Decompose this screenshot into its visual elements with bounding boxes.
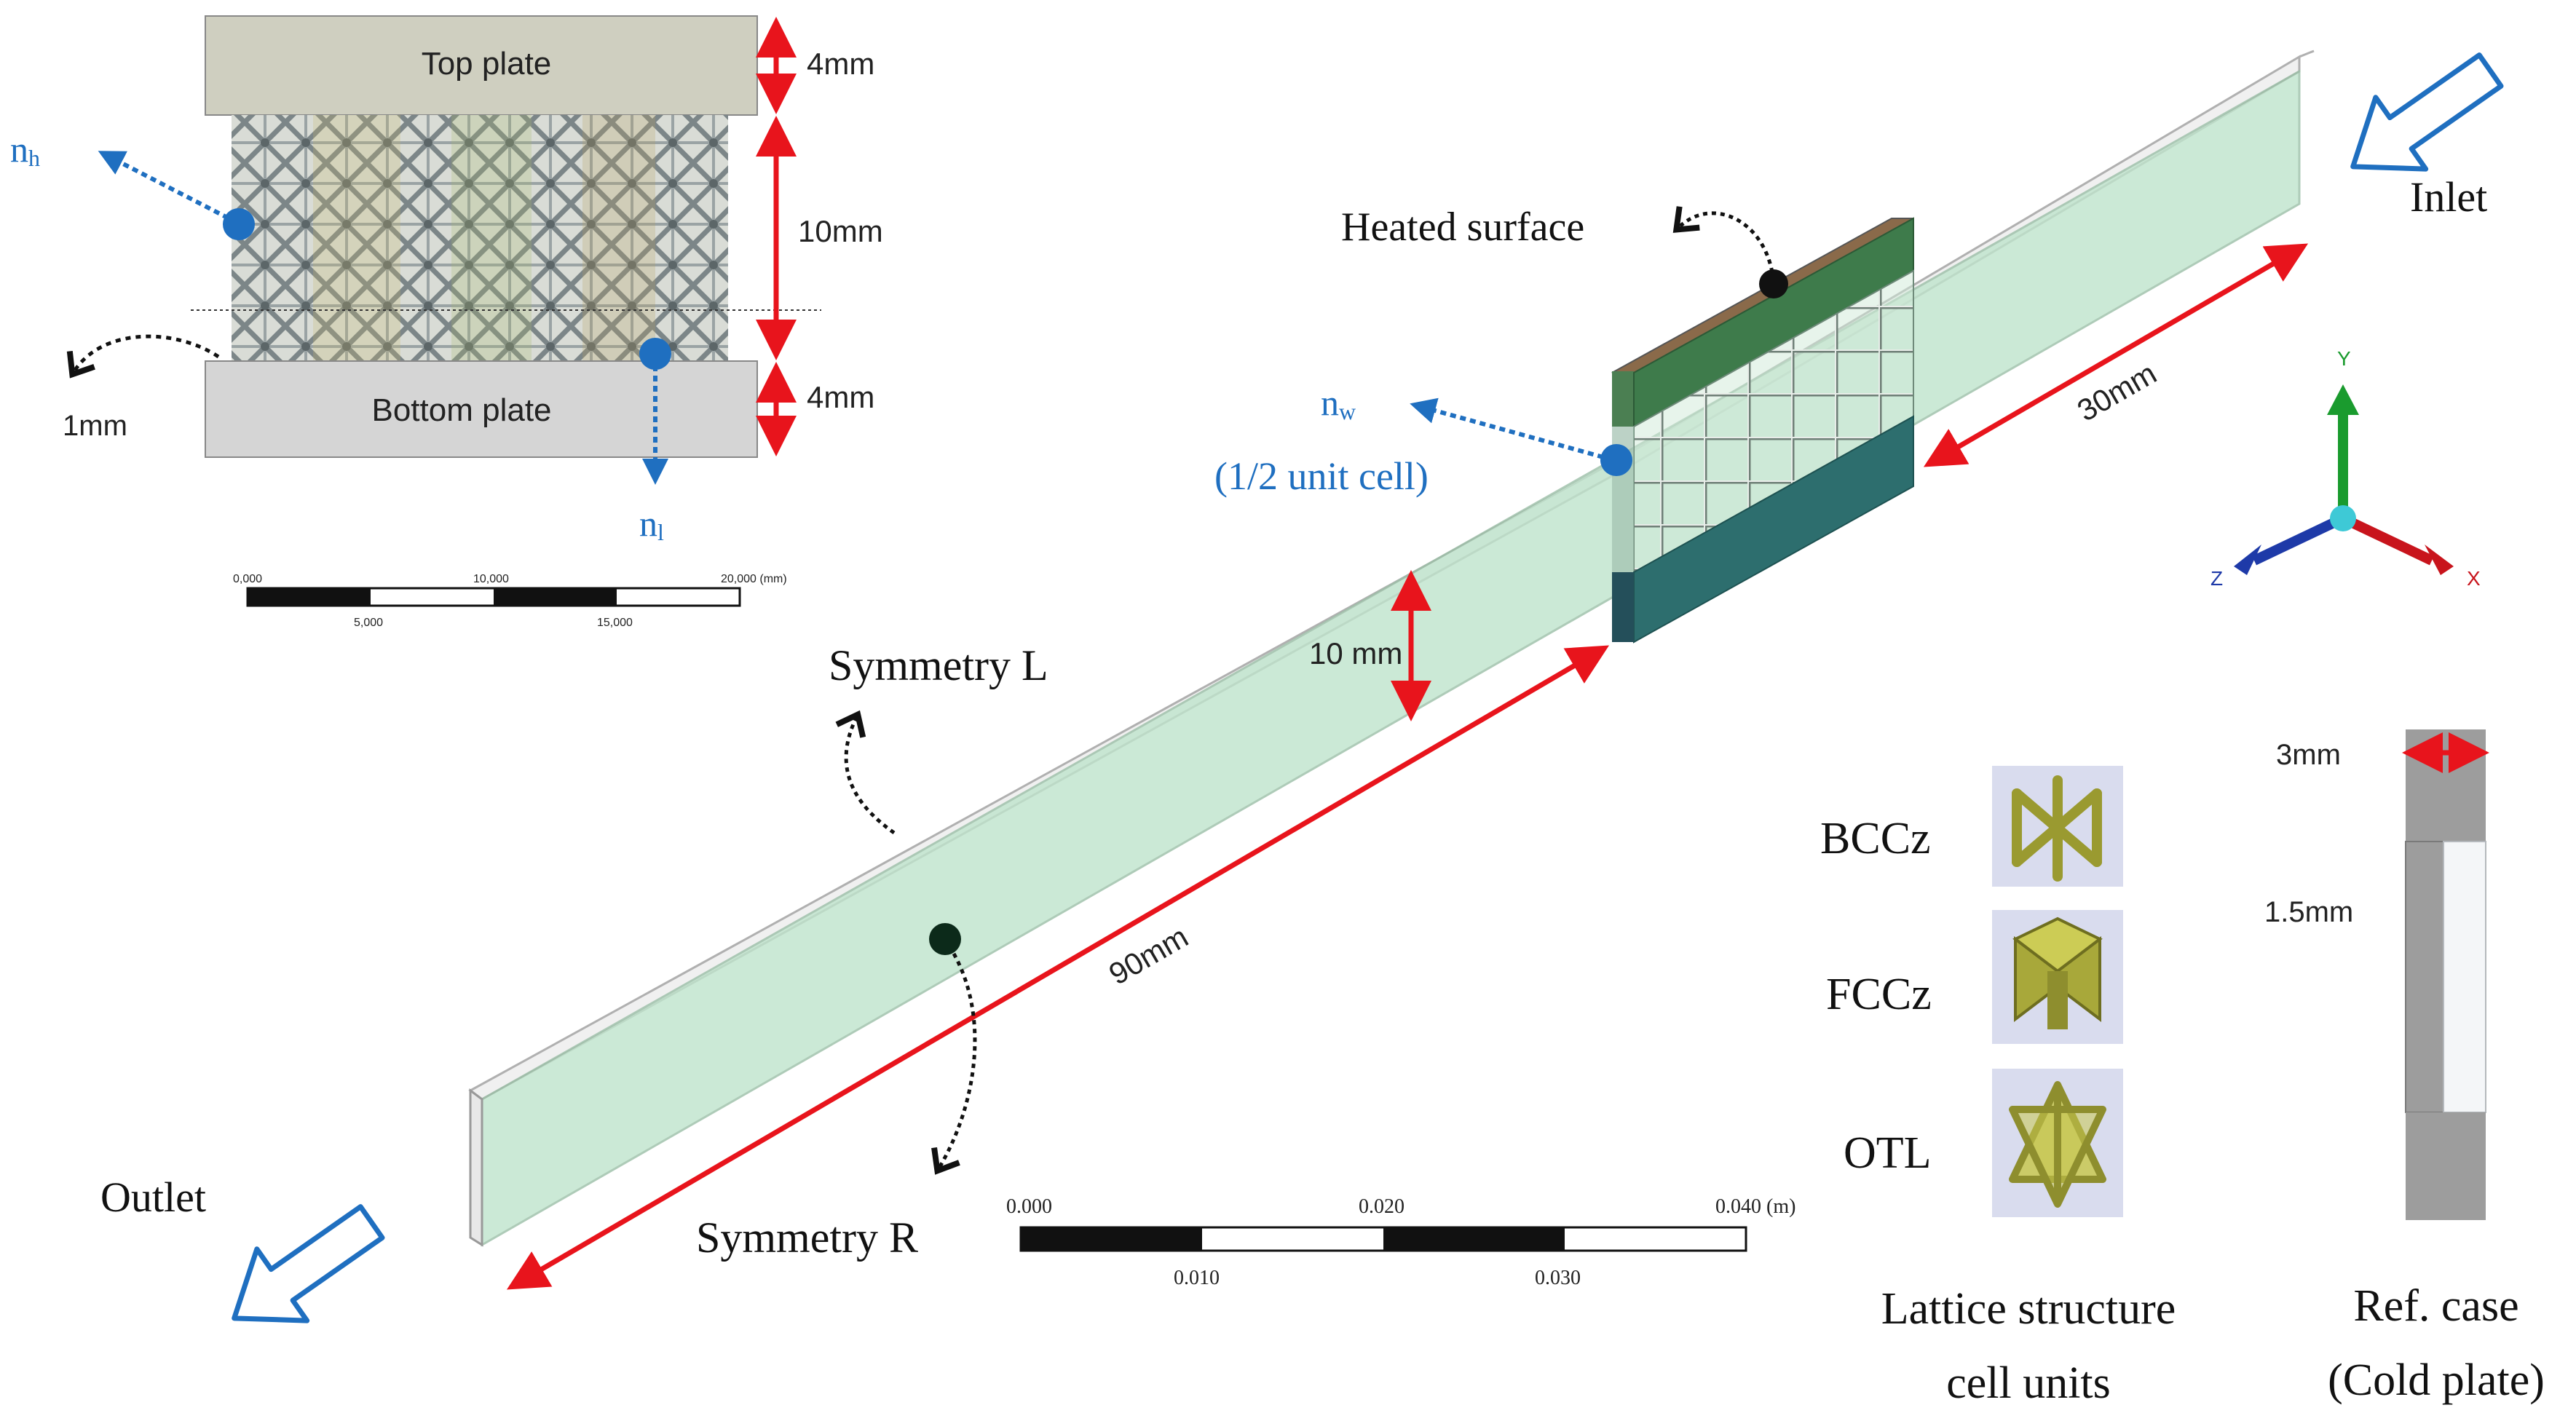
inset-scale-bar: 0,000 10,000 20,000 (mm) 5,000 15,000 [233,573,787,629]
dim-top-label: 4mm [807,47,874,81]
main-scale-top-2: 0.040 (m) [1715,1195,1795,1218]
half-cell-label: (1/2 unit cell) [1214,454,1429,498]
symmetry-r-label: Symmetry R [696,1214,918,1262]
inset-scale-bottom-0: 5,000 [354,617,383,629]
axis-origin [2330,505,2356,531]
top-plate-label: Top plate [422,46,552,82]
heater-front-face [1612,371,1634,427]
lattice-tint-3 [582,115,655,361]
lattice-tint-2 [451,115,532,361]
main-scale-bar: 0.000 0.020 0.040 (m) 0.010 0.030 [1006,1195,1795,1289]
normal-w-label: nw [1321,382,1356,424]
inlet-arrow-icon [2350,52,2504,172]
main-domain: Heated surface nw (1/2 unit cell) 30mm 1… [100,50,2504,1323]
inset-lattice [232,115,728,361]
cold-plate-bottom [2406,1112,2486,1220]
ref-dim-15-label: 1.5mm [2264,896,2353,928]
top-plate [205,15,758,116]
axis-z-label: Z [2210,567,2223,590]
fccz-icon [2012,917,2103,1029]
otl-icon [2009,1081,2106,1208]
cold-plate-middle-left [2405,841,2444,1113]
gap-callout-arrow [66,334,220,379]
main-scale-top-1: 0.020 [1359,1195,1404,1218]
dim-10-label: 10 mm [1309,636,1402,670]
inset-scale-top-0: 0,000 [233,573,262,585]
main-scale-bottom-1: 0.030 [1535,1267,1581,1289]
heated-surface-arrow [1672,206,1774,273]
axis-x-label: X [2467,567,2481,590]
ref-caption-line1: Ref. case [2353,1281,2518,1331]
normal-h-label: nh [10,129,40,171]
dim-30-label: 30mm [2071,356,2162,428]
cell-otl-label: OTL [1844,1128,1932,1178]
inlet-label: Inlet [2410,173,2487,221]
main-scale-bottom-0: 0.010 [1174,1267,1220,1289]
dim-gap-label: 1mm [63,410,127,442]
normal-h-dot [223,208,255,240]
main-scale-top-0: 0.000 [1006,1195,1052,1218]
cell-fccz-label: FCCz [1826,970,1932,1019]
inset-scale-top-2: 20,000 (mm) [721,573,787,585]
symmetry-l-arrow [835,710,896,835]
symmetry-l-label: Symmetry L [829,641,1048,689]
symmetry-r-arrow [931,952,977,1175]
cells-caption-line2: cell units [1946,1358,2111,1408]
cell-units-panel: BCCz FCCz OTL Lattice structure cell uni… [1820,766,2176,1408]
dim-mid-label: 10mm [798,214,883,248]
normal-l-label: nl [639,503,664,545]
heated-surface-dot [1759,269,1788,298]
axis-triad: Y X Z [2210,347,2481,590]
normal-w-dot [1600,444,1632,476]
lattice-tint-1 [313,115,400,361]
symmetry-r-dot [929,923,961,955]
dim-90-label: 90mm [1103,919,1194,992]
bottom-plate-label: Bottom plate [371,392,551,428]
dim-90-arrow [506,645,1610,1290]
bottom-plate [205,360,758,458]
axis-y-label: Y [2337,347,2351,370]
dim-bottom-label: 4mm [807,380,874,414]
cell-bccz-label: BCCz [1820,814,1931,863]
heated-surface-label: Heated surface [1341,205,1584,250]
dim-30-arrow [1923,243,2309,467]
bccz-icon [2012,775,2102,882]
inset-diagram: Top plate Bottom plate 4mm 10mm 4mm 1mm … [10,15,883,629]
ref-dim-3-label: 3mm [2276,739,2341,771]
cells-caption-line1: Lattice structure [1881,1284,2176,1334]
inset-scale-top-1: 10,000 [473,573,509,585]
normal-w-arrow [1410,397,1604,459]
normal-h-arrow [98,151,239,225]
normal-l-dot [639,338,671,370]
ref-caption-line2: (Cold plate) [2328,1355,2545,1405]
inset-scale-bottom-1: 15,000 [597,617,633,629]
outlet-arrow-icon [232,1204,385,1323]
channel-far-edge [2299,50,2315,58]
ref-case-panel: 3mm 1.5mm Ref. case (Cold plate) [2264,729,2545,1405]
cold-plate-top [2406,729,2486,842]
cold-plate-front-face [1612,572,1634,642]
channel-end-face [469,1088,483,1247]
outlet-label: Outlet [100,1173,206,1221]
cold-plate-channel [2443,841,2486,1113]
